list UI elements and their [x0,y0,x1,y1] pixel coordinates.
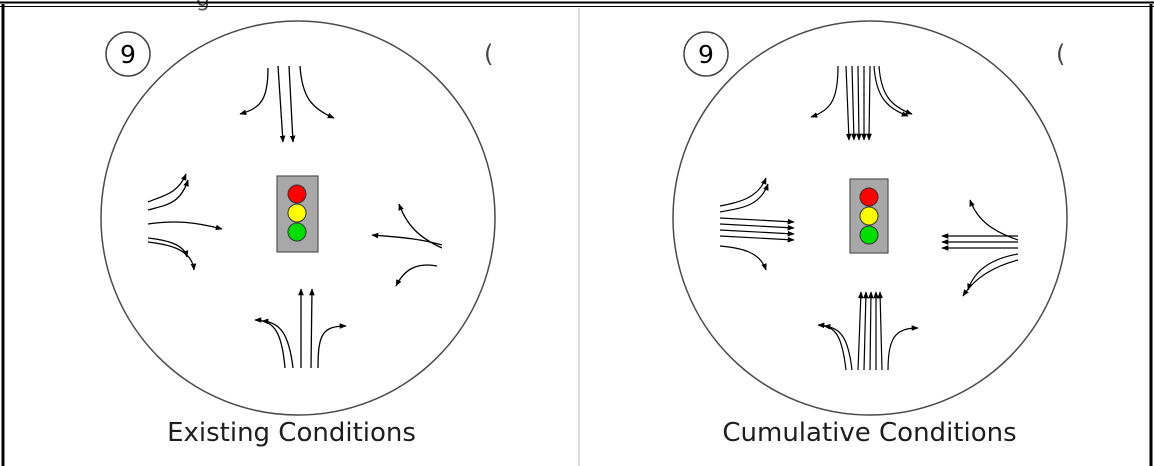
intersection-number: 9 [120,40,136,69]
intersection-circle [100,20,496,416]
intersection-number-badge [683,31,729,77]
intersection-circle [672,20,1068,416]
south-approach-arrows [817,291,919,371]
west-approach-arrows [719,177,795,271]
north-approach-arrows [239,65,335,143]
north-approach-arrows [810,65,913,141]
cumulative-panel: 9 ( [672,20,1068,416]
existing-panel: 9 ( [100,20,496,416]
traffic-signal-icon [276,175,319,253]
intersection-number-badge [105,31,151,77]
east-approach-arrows [941,199,1019,297]
south-approach-arrows [254,288,347,369]
west-approach-arrows [147,173,223,271]
cumulative-conditions-caption: Cumulative Conditions [722,418,1017,448]
intersection-number: 9 [698,40,714,69]
existing-conditions-caption: Existing Conditions [167,418,416,448]
traffic-signal-icon [849,178,889,254]
cut-off-edge-mark: ( [1056,40,1065,68]
cut-off-edge-mark: ( [484,40,493,68]
east-approach-arrows [371,203,443,287]
